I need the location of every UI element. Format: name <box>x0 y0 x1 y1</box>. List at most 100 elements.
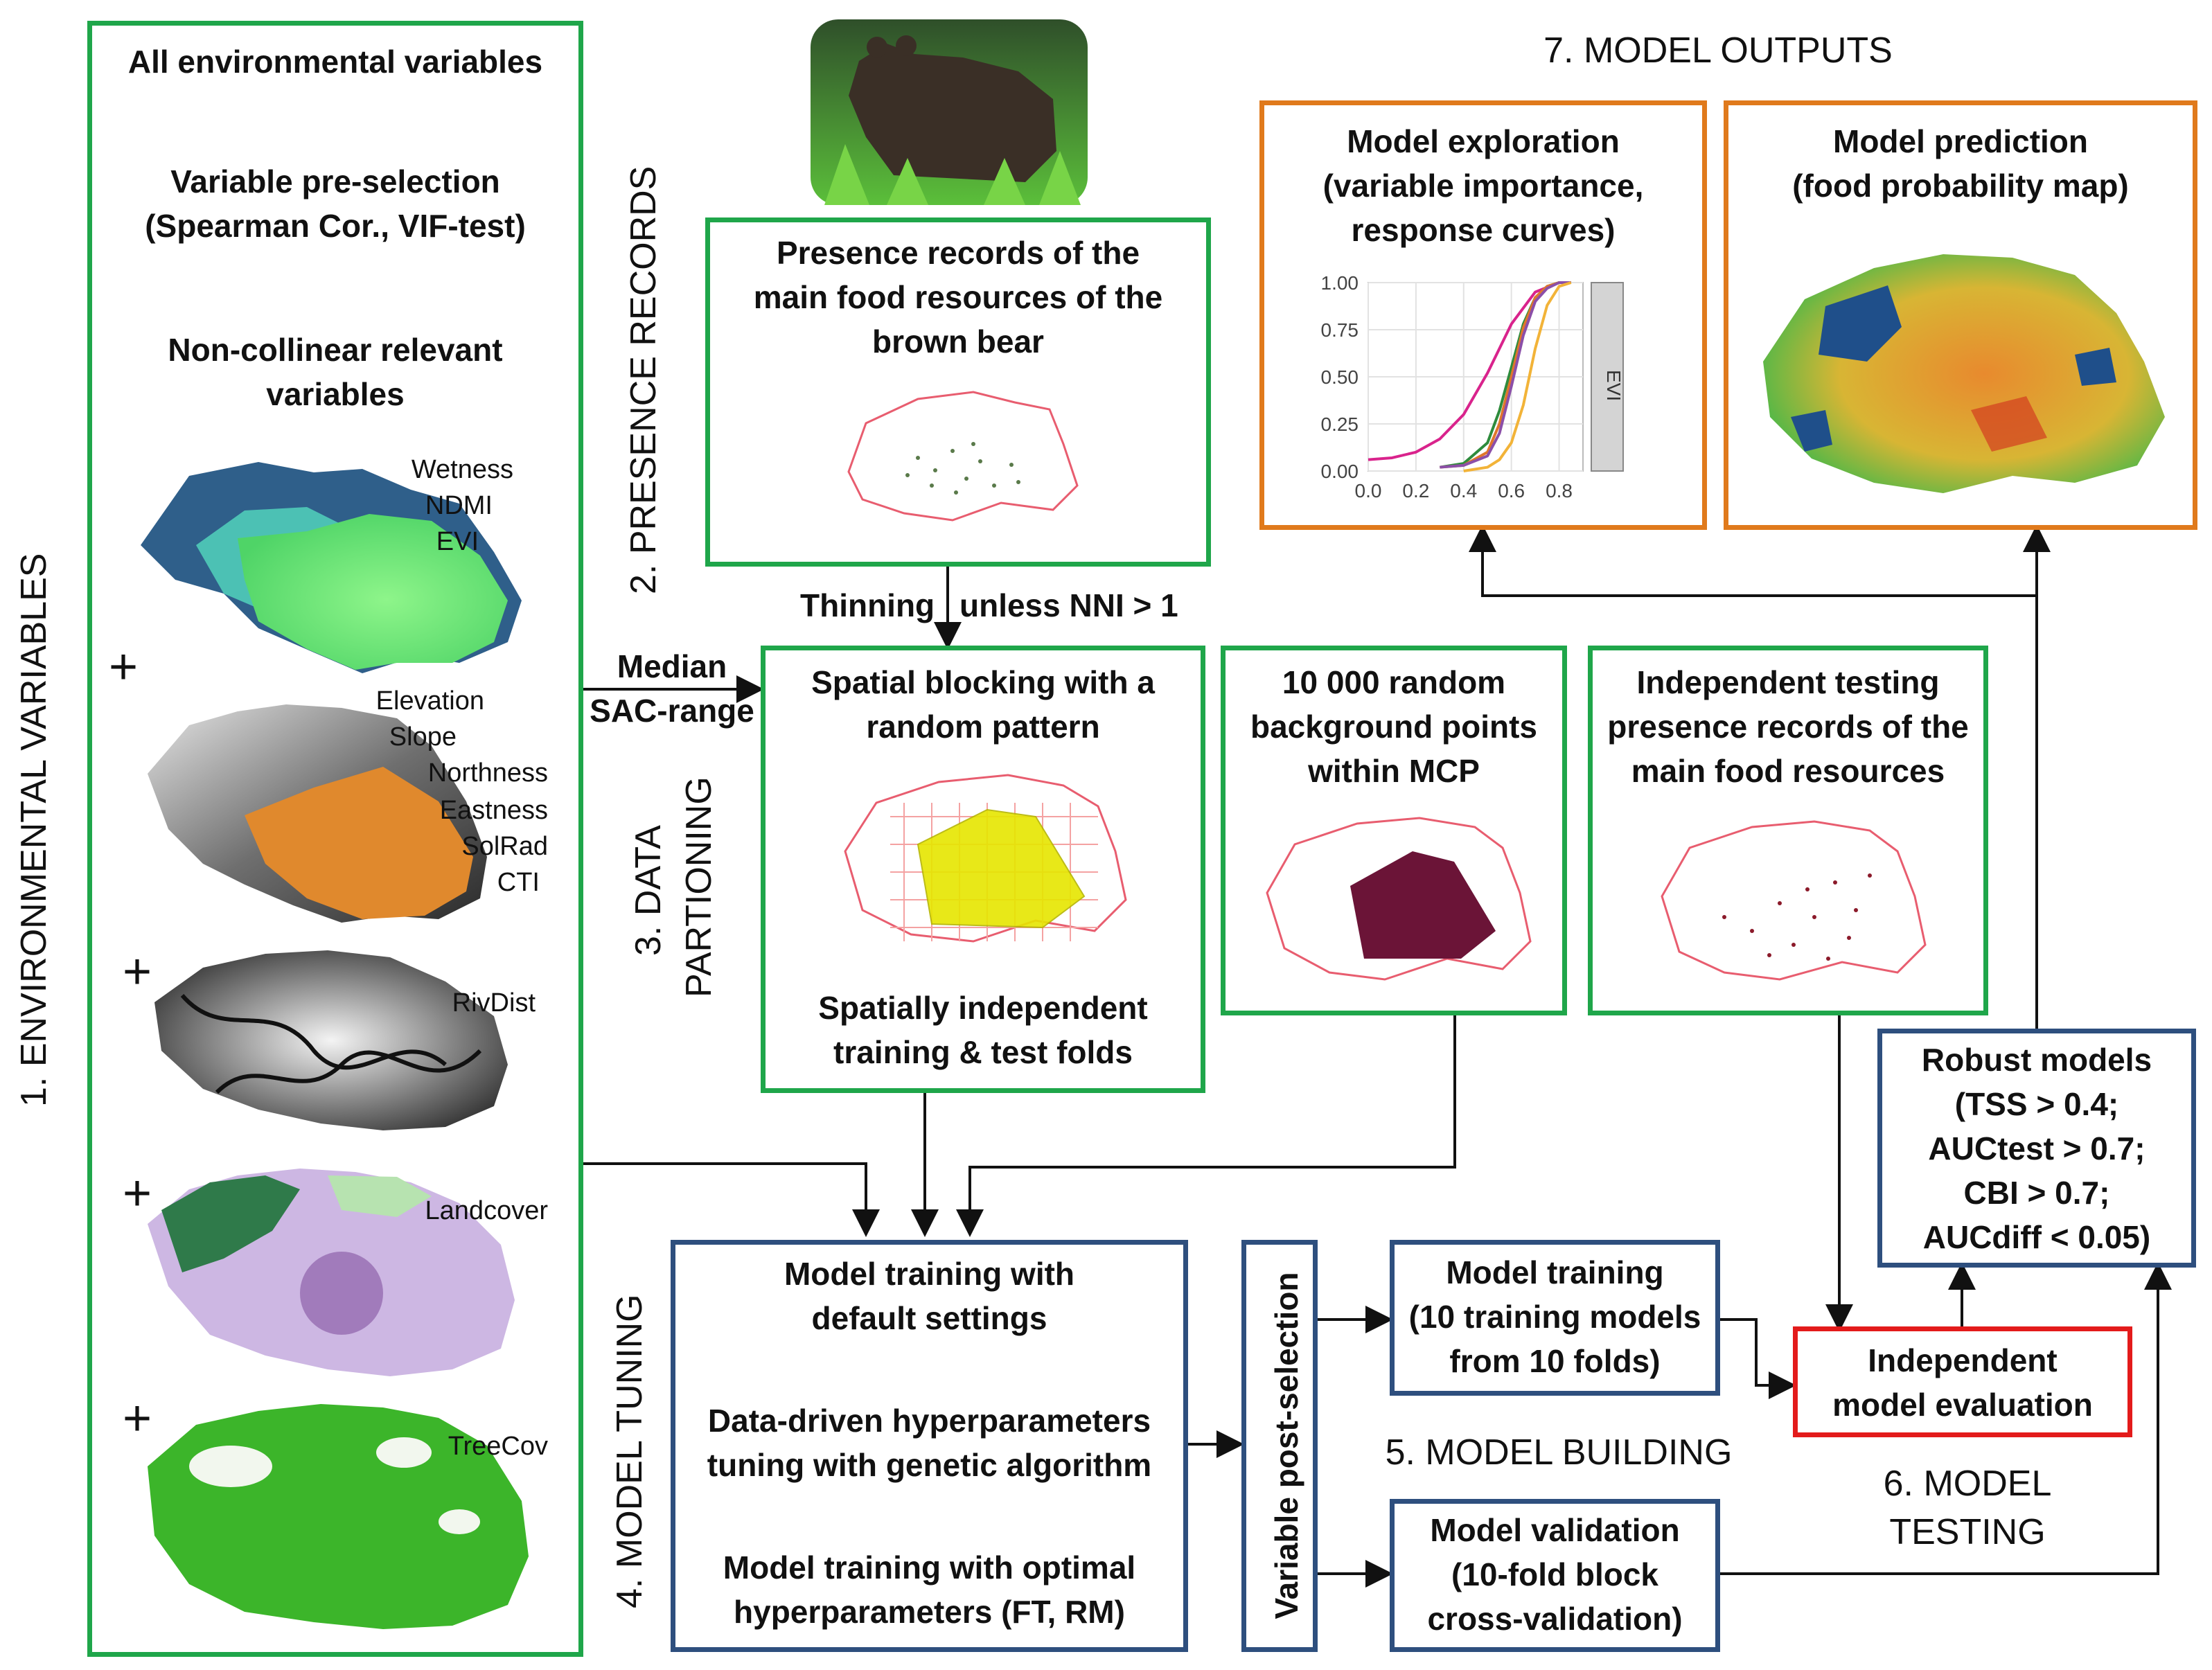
tuning-line-2: default settings <box>811 1300 1047 1336</box>
chart-series-lines <box>1368 281 1572 472</box>
variable-post-selection-box: Variable post-selection <box>1241 1240 1318 1652</box>
map-landcover <box>148 1169 515 1376</box>
tuning-line-6: hyperparameters (FT, RM) <box>734 1594 1125 1630</box>
section-tuning-title: 4. MODEL TUNING <box>610 1294 650 1608</box>
chart-x-tick-labels: 0.0 0.2 0.4 0.6 0.8 <box>1355 480 1573 501</box>
section-presence-title: 2. PRESENCE RECORDS <box>623 166 664 594</box>
chart-y-tick-label: 0.25 <box>1321 414 1359 435</box>
presence-line-2: main food resources of the <box>753 279 1163 315</box>
spatial-blocking-map <box>844 774 1127 943</box>
model-validation-box: Model validation (10-fold block cross-va… <box>1390 1499 1720 1652</box>
presence-records-box: Presence records of the main food resour… <box>705 217 1211 567</box>
section-outputs-title: 7. MODEL OUTPUTS <box>1543 30 1893 71</box>
evaluation-line-1: Independent <box>1868 1342 2058 1378</box>
label-rivdist: RivDist <box>452 988 536 1018</box>
chart-x-tick-label: 0.6 <box>1498 480 1525 501</box>
model-training-box: Model training (10 training models from … <box>1390 1240 1720 1396</box>
plus-sign-3: + <box>123 1166 152 1221</box>
arrow-to-exploration <box>1469 524 2037 597</box>
blocking-line-2: random pattern <box>866 709 1100 745</box>
chart-y-tick-label: 0.75 <box>1321 319 1359 341</box>
robust-line-4: CBI > 0.7; <box>1963 1175 2110 1211</box>
blocking-line-4: training & test folds <box>833 1034 1133 1070</box>
section-env-title: 1. ENVIRONMENTAL VARIABLES <box>14 553 54 1107</box>
background-line-1: 10 000 random <box>1282 664 1506 700</box>
food-probability-map <box>1763 254 2165 493</box>
plus-sign-1: + <box>109 639 139 695</box>
robust-line-3: AUCtest > 0.7; <box>1928 1130 2145 1166</box>
chart-x-tick-label: 0.8 <box>1546 480 1573 501</box>
label-elevation: Elevation <box>375 686 484 716</box>
robust-line-2: (TSS > 0.4; <box>1954 1086 2119 1122</box>
section-testing-title-1: 6. MODEL <box>1883 1464 2052 1504</box>
robust-line-1: Robust models <box>1921 1042 2152 1078</box>
chart-y-tick-label: 1.00 <box>1321 272 1359 294</box>
tuning-line-1: Model training with <box>784 1256 1075 1292</box>
blocking-line-1: Spatial blocking with a <box>811 664 1155 700</box>
presence-line-3: brown bear <box>872 323 1044 359</box>
arrow-training-to-eval <box>1720 1318 1796 1399</box>
chart-facet-strip <box>1591 282 1624 472</box>
exploration-line-1: Model exploration <box>1347 123 1620 159</box>
spatial-blocking-box: Spatial blocking with a random pattern S… <box>761 646 1205 1093</box>
training-line-2: (10 training models <box>1408 1299 1701 1335</box>
chart-x-tick-label: 0.0 <box>1355 480 1382 501</box>
arrow-env-to-tuning <box>583 1162 880 1237</box>
env-step-noncollinear-2: variables <box>266 376 405 412</box>
chart-x-tick-label: 0.4 <box>1450 480 1477 501</box>
independent-model-evaluation-box: Independent model evaluation <box>1793 1326 2132 1437</box>
training-line-3: from 10 folds) <box>1449 1343 1661 1379</box>
background-line-3: within MCP <box>1308 753 1480 789</box>
validation-line-2: (10-fold block <box>1451 1556 1659 1592</box>
env-step-preselection-methods: (Spearman Cor., VIF-test) <box>145 208 526 244</box>
sac-range-label: SAC-range <box>590 693 754 729</box>
arrow-background-to-tuning <box>956 1015 1456 1237</box>
robust-models-box: Robust models (TSS > 0.4; AUCtest > 0.7;… <box>1877 1029 2196 1268</box>
prediction-line-2: (food probability map) <box>1792 168 2129 204</box>
presence-records-map <box>847 391 1079 522</box>
prediction-line-1: Model prediction <box>1833 123 2088 159</box>
chart-gridlines <box>1368 282 1584 472</box>
validation-line-3: cross-validation) <box>1427 1601 1683 1637</box>
brown-bear-photo <box>811 19 1088 205</box>
indep-line-1: Independent testing <box>1636 664 1940 700</box>
chart-facet-label: EVI <box>1603 370 1625 401</box>
chart-x-tick-label: 0.2 <box>1402 480 1429 501</box>
thinning-condition-label: unless NNI > 1 <box>959 587 1178 623</box>
map-river-distance <box>154 950 508 1130</box>
arrow-validation-to-robust <box>1720 1262 2172 1575</box>
thinning-label: Thinning <box>800 587 935 623</box>
label-solrad: SolRad <box>461 832 548 861</box>
section-partition-title-2: PARTIONING <box>679 776 719 997</box>
tuning-line-4: tuning with genetic algorithm <box>707 1447 1152 1483</box>
model-tuning-box: Model training with default settings Dat… <box>671 1240 1188 1652</box>
map-spectral-indices <box>141 462 522 673</box>
chart-y-tick-labels: 0.00 0.25 0.50 0.75 1.00 <box>1321 272 1359 482</box>
response-curve-chart: 0.00 0.25 0.50 0.75 1.00 0.0 0.2 0.4 0.6 0.8 EVI <box>1321 272 1625 501</box>
indep-line-3: main food resources <box>1631 753 1945 789</box>
background-points-map <box>1266 817 1532 981</box>
model-prediction-box: Model prediction (food probability map) <box>1724 100 2197 530</box>
section-partition-title-1: 3. DATA <box>628 825 669 956</box>
map-topography <box>148 704 487 923</box>
chart-y-tick-label: 0.50 <box>1321 366 1359 388</box>
label-northness: Northness <box>427 758 548 788</box>
env-step-noncollinear: Non-collinear relevant <box>168 332 503 368</box>
plus-sign-2: + <box>123 944 152 1000</box>
independent-records-map <box>1661 820 1927 981</box>
post-selection-label: Variable post-selection <box>1268 1272 1304 1619</box>
label-ndmi: NDMI <box>425 491 493 520</box>
background-line-2: background points <box>1250 709 1537 745</box>
chart-y-tick-label: 0.00 <box>1321 461 1359 482</box>
evaluation-line-2: model evaluation <box>1832 1387 2093 1423</box>
label-slope: Slope <box>389 722 457 752</box>
env-step-preselection: Variable pre-selection <box>170 163 500 199</box>
robust-line-5: AUCdiff < 0.05) <box>1922 1219 2151 1255</box>
label-eastness: Eastness <box>439 796 548 825</box>
label-wetness: Wetness <box>411 455 513 484</box>
median-label: Median <box>617 648 727 684</box>
chart-series-line-5 <box>1463 281 1572 472</box>
tuning-line-5: Model training with optimal <box>723 1549 1136 1585</box>
